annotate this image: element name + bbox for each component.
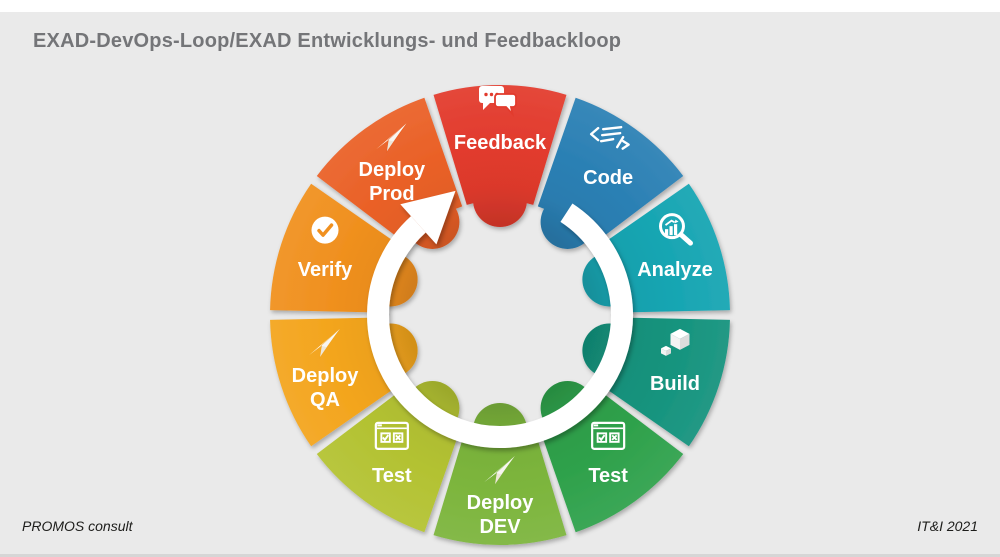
- build-cubes-icon: [660, 328, 690, 356]
- segment-label: Test: [372, 465, 412, 487]
- svg-text:Verify: Verify: [298, 259, 353, 281]
- loop-arrow: [367, 190, 633, 448]
- loop-arrowhead: [400, 190, 456, 245]
- footer-edition: IT&I 2021: [917, 518, 978, 534]
- verify-check-icon: [311, 216, 339, 244]
- chat-bubbles-icon: [479, 86, 517, 118]
- test-window-icon: [591, 421, 626, 450]
- segment-wedge: [433, 85, 567, 205]
- analyze-magnifier-icon: [658, 213, 693, 246]
- segment-feedback: [433, 85, 567, 227]
- svg-text:Test: Test: [588, 465, 628, 487]
- segment-label: Feedback: [454, 132, 547, 154]
- page-title: EXAD-DevOps-Loop/EXAD Entwicklungs- und …: [33, 30, 622, 52]
- svg-text:Build: Build: [650, 373, 700, 395]
- segment-label: Verify: [298, 259, 353, 281]
- segment-label: Analyze: [637, 259, 713, 281]
- segment-label: Code: [583, 167, 633, 189]
- bottom-border-line: [0, 554, 1000, 557]
- footer-company: PROMOS consult: [22, 518, 133, 534]
- svg-text:Code: Code: [583, 167, 633, 189]
- svg-text:Analyze: Analyze: [637, 259, 713, 281]
- loop-arrow-arc: [367, 203, 633, 448]
- test-window-icon: [374, 421, 409, 450]
- top-white-strip: [0, 0, 1000, 12]
- segment-label: Build: [650, 373, 700, 395]
- segment-wedge: [433, 425, 567, 545]
- code-icon: [589, 125, 630, 150]
- svg-text:Feedback: Feedback: [454, 132, 547, 154]
- svg-text:Test: Test: [372, 465, 412, 487]
- segment-label: Test: [588, 465, 628, 487]
